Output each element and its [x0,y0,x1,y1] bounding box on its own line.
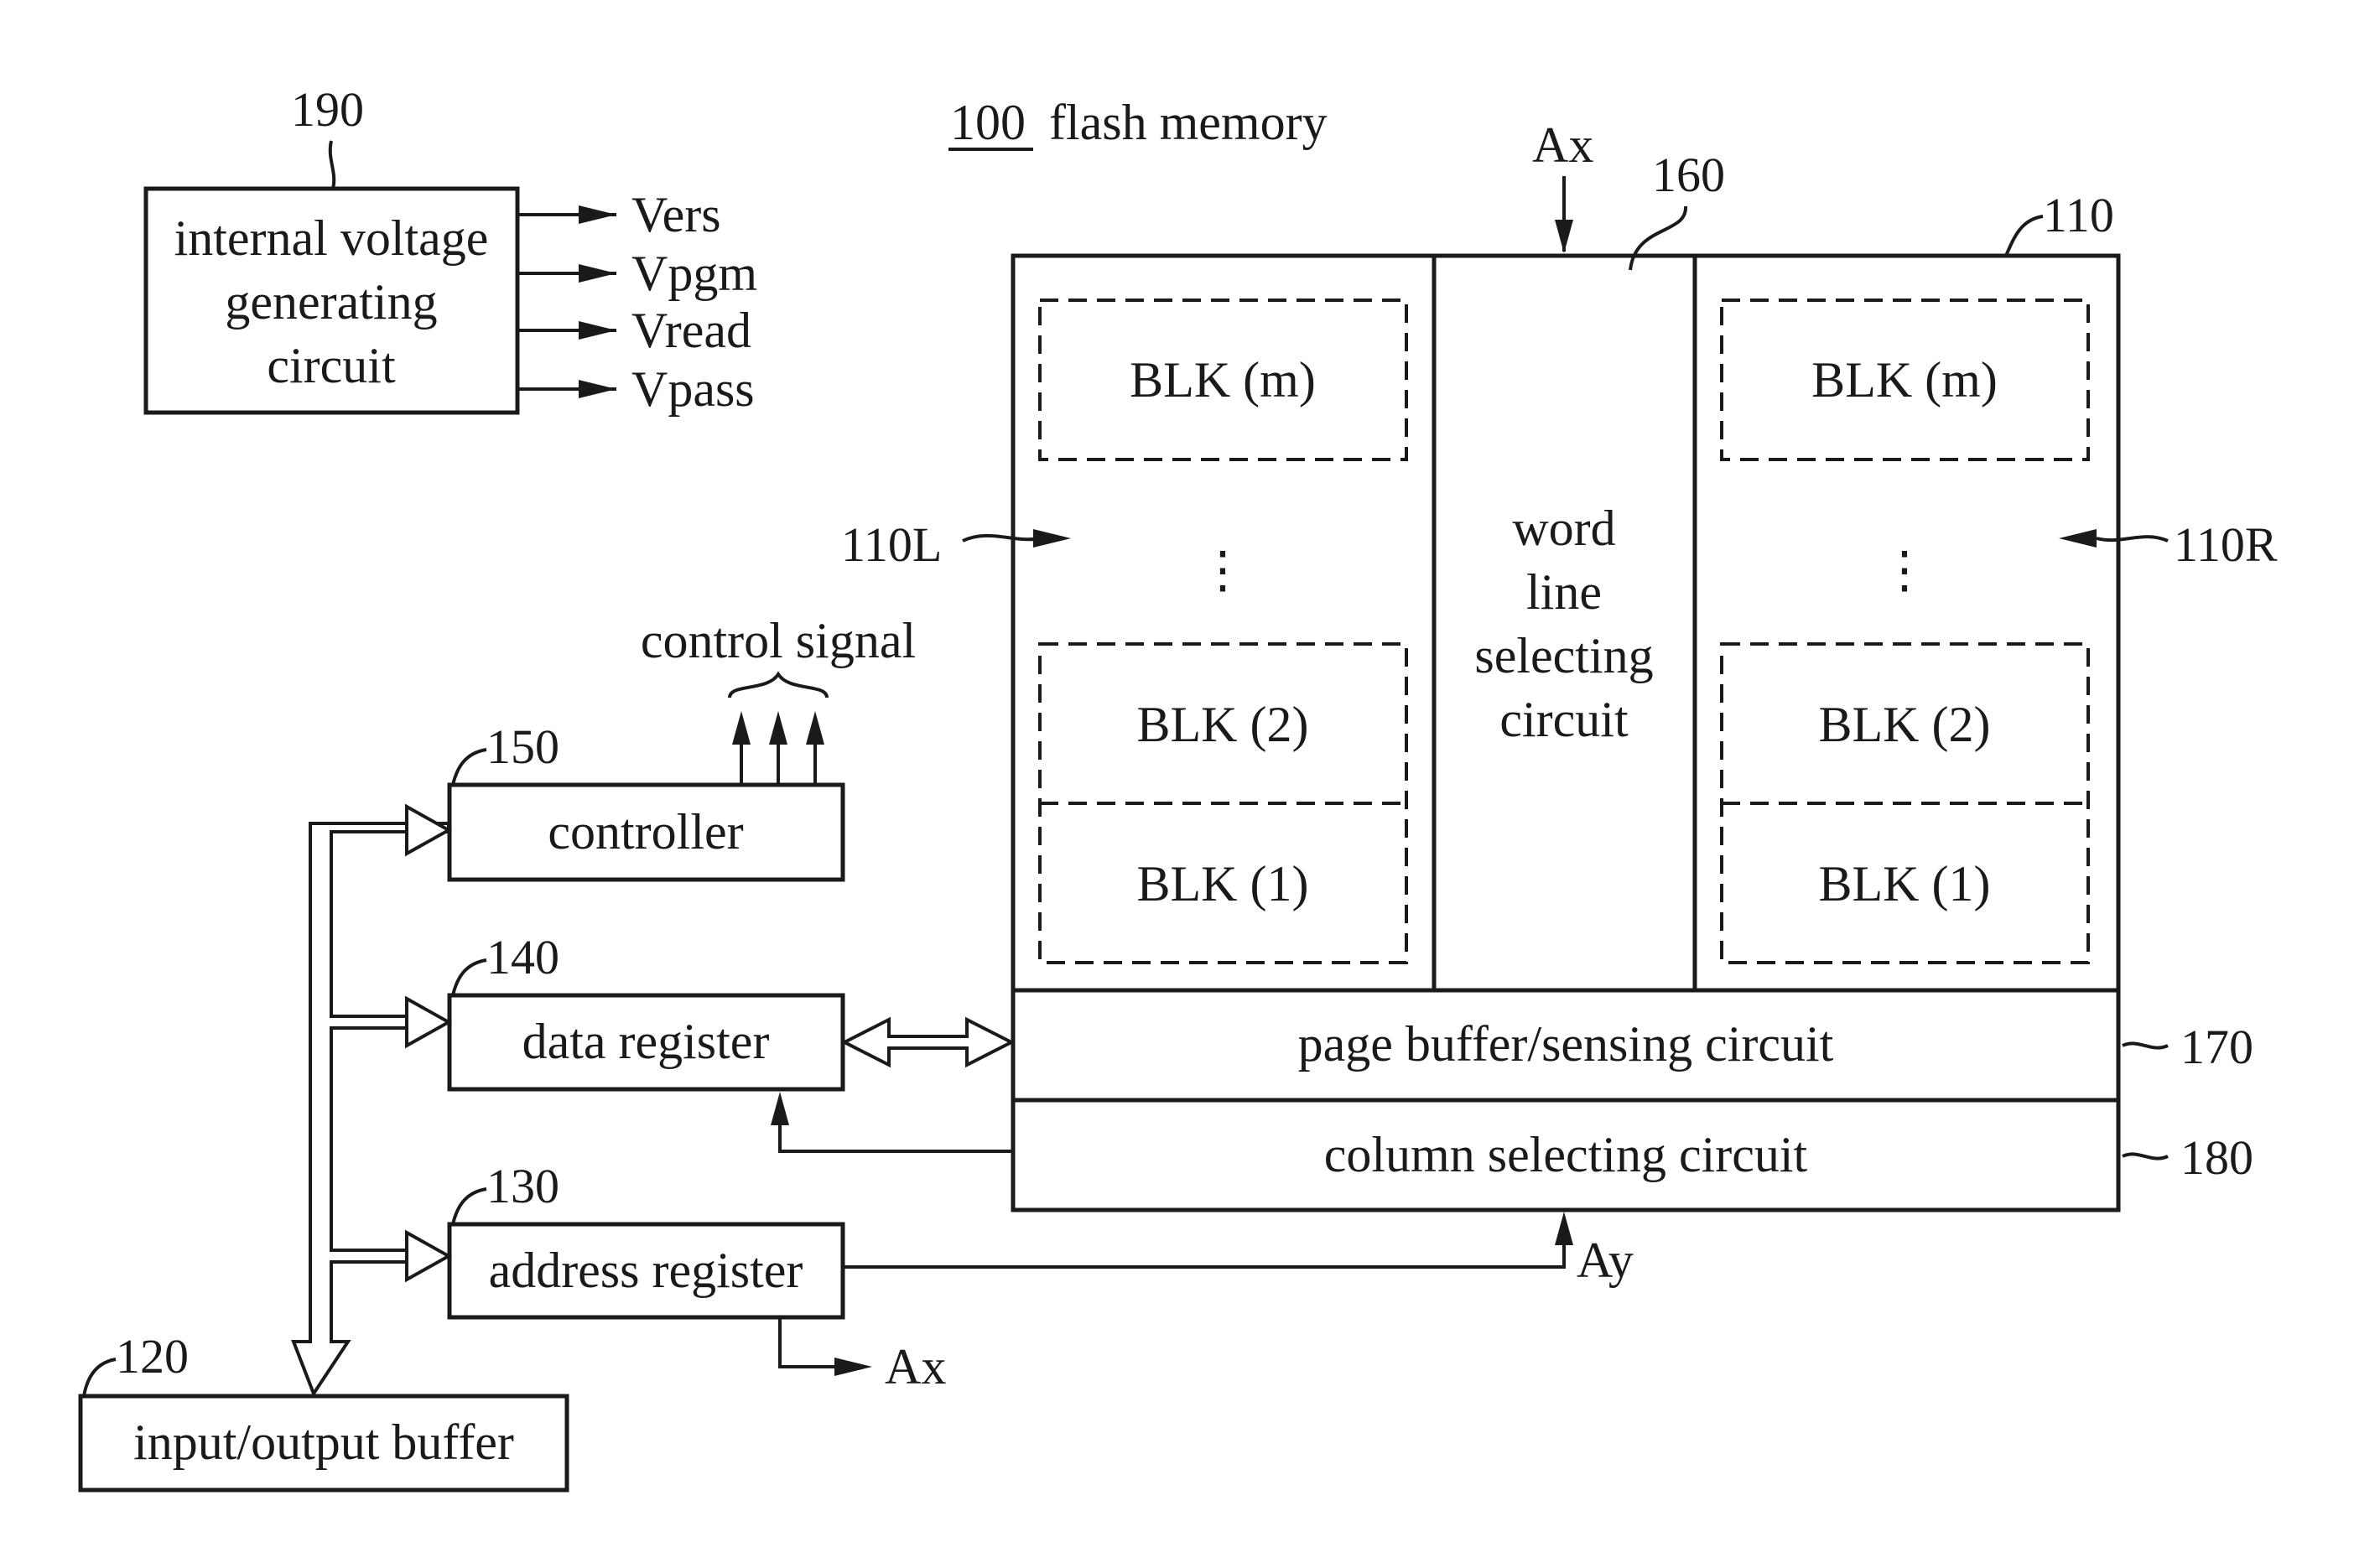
controller-ref: 150 [486,719,559,774]
io-buffer-leader [84,1359,116,1396]
left-block-m-label: BLK (m) [1130,352,1316,408]
page-buffer-leader [2123,1043,2168,1047]
word-line-line-4: circuit [1499,692,1629,747]
word-line-line-1: word [1512,501,1615,556]
data-register-leader [453,960,486,995]
output-vpass: Vpass [631,361,755,417]
column-to-data-register-line [780,1107,1013,1151]
left-sub-array-ref: 110L [841,517,942,572]
address-to-ay: Ay [843,1212,1634,1288]
vpgm-arrowhead [579,264,616,283]
word-line-input-ax: Ax [1532,117,1593,173]
word-line-line-3: selecting [1474,628,1653,683]
control-signal-group: control signal [641,613,916,784]
right-sub-array-ref: 110R [2174,517,2278,572]
control-signal-arrowhead-1 [732,711,751,745]
title-text: flash memory [1049,95,1328,150]
right-block-2-label: BLK (2) [1819,697,1991,752]
bidirectional-bus-arrow [844,1020,1011,1065]
page-buffer-circuit: page buffer/sensing circuit 170 [1013,990,2253,1100]
vpass-arrowhead [579,380,616,398]
column-select-label: column selecting circuit [1324,1127,1808,1182]
address-register-leader [453,1189,486,1224]
memory-array: 110 word line selecting circuit 160 Ax B… [841,117,2278,990]
address-to-ax-arrowhead [834,1358,872,1376]
voltage-circuit-line-1: internal voltage [174,210,489,266]
address-register-ref: 130 [486,1159,559,1213]
data-register-label: data register [522,1014,770,1069]
vread-arrowhead [579,321,616,340]
io-bus-controller-arrowhead [407,807,449,854]
diagram-title: 100 flash memory [948,95,1328,150]
ax-input-arrowhead [1555,220,1573,253]
address-to-ay-line [843,1224,1564,1267]
page-buffer-ref: 170 [2180,1020,2253,1074]
column-select-leader [2123,1154,2168,1158]
controller-leader [453,750,486,785]
io-bus-trunk [294,823,449,1394]
output-vpgm: Vpgm [631,246,757,301]
data-register-block: data register 140 [449,930,843,1089]
voltage-circuit-ref: 190 [291,82,364,137]
controller-label: controller [548,804,743,859]
address-to-ax-line [780,1317,834,1367]
control-signal-arrowhead-3 [806,711,824,745]
memory-array-leader [2006,216,2043,256]
io-bus-data-register-arrowhead [407,999,449,1046]
column-select-ref: 180 [2180,1130,2253,1185]
voltage-generating-circuit: 190 internal voltage generating circuit … [146,82,757,417]
right-block-1-label: BLK (1) [1819,856,1991,911]
voltage-circuit-line-3: circuit [267,338,396,393]
io-buffer-ref: 120 [116,1329,189,1384]
address-register-block: address register 130 [449,1159,843,1317]
right-ellipsis: ⋮ [1879,543,1930,598]
io-bus-address-register-arrowhead [407,1233,449,1280]
voltage-circuit-line-2: generating [225,274,437,330]
address-register-output-ax: Ax [885,1339,946,1394]
data-page-buffer-bus [844,1020,1011,1065]
left-ellipsis: ⋮ [1198,543,1248,598]
memory-array-ref: 110 [2043,188,2114,242]
address-to-ay-arrowhead [1555,1212,1573,1245]
word-line-line-2: line [1526,564,1602,620]
page-buffer-label: page buffer/sensing circuit [1298,1016,1834,1072]
column-to-data-register [771,1092,1013,1151]
left-block-2-label: BLK (2) [1137,697,1309,752]
vers-arrowhead [579,205,616,224]
column-select-input-ay: Ay [1577,1233,1634,1288]
column-to-data-register-arrowhead [771,1092,789,1125]
column-select-circuit: column selecting circuit 180 [1013,1100,2253,1210]
output-vread: Vread [631,303,751,358]
left-block-1-label: BLK (1) [1137,856,1309,911]
voltage-circuit-leader [330,141,334,189]
address-register-label: address register [489,1243,803,1298]
output-vers: Vers [631,187,721,242]
data-register-ref: 140 [486,930,559,984]
io-bus [294,807,449,1394]
control-signal-arrowhead-2 [769,711,787,745]
control-signal-brace [730,674,827,698]
title-ref: 100 [950,95,1026,150]
control-signal-label: control signal [641,613,916,668]
address-to-ax: Ax [780,1317,946,1394]
right-block-m-label: BLK (m) [1811,352,1998,408]
word-line-ref: 160 [1652,148,1725,202]
io-buffer-label: input/output buffer [133,1415,514,1470]
